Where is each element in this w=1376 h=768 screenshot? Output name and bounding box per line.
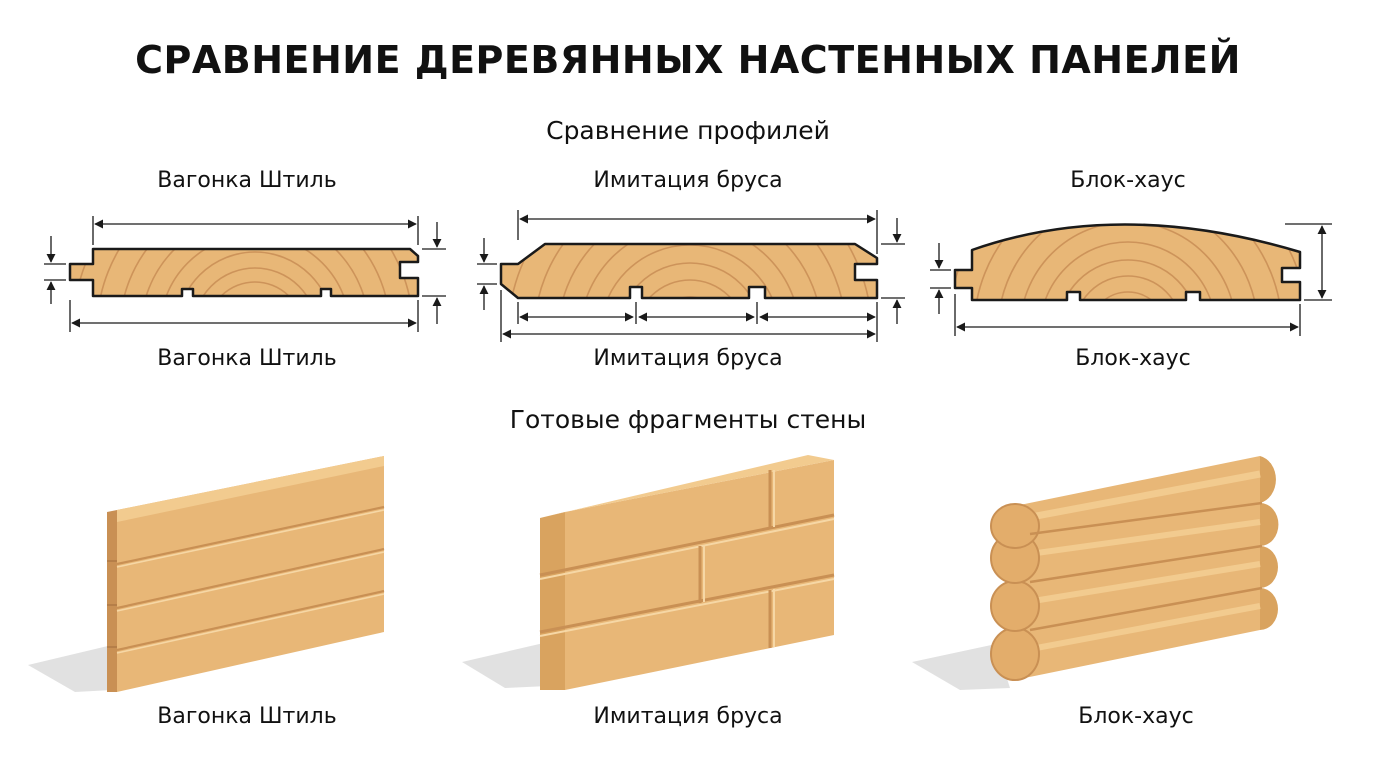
log-1 — [990, 456, 1276, 549]
wall-fragment-blockhouse — [912, 456, 1279, 690]
profile-top-label-imitation: Имитация бруса — [593, 168, 783, 193]
profile-imitation — [477, 210, 905, 342]
section-title-profiles: Сравнение профилей — [546, 116, 830, 145]
fragment-label-blockhouse: Блок-хаус — [1078, 704, 1194, 729]
wall-fragment-vagonka — [28, 456, 385, 692]
profile-top-label-blockhouse: Блок-хаус — [1070, 168, 1186, 193]
log-4 — [990, 588, 1278, 681]
profile-blockhouse — [930, 223, 1332, 336]
page-title: СРАВНЕНИЕ ДЕРЕВЯННЫХ НАСТЕННЫХ ПАНЕЛЕЙ — [135, 38, 1241, 82]
wall-fragment-imitation — [462, 455, 835, 690]
profile-bottom-label-blockhouse: Блок-хаус — [1075, 346, 1191, 371]
fragment-label-imitation: Имитация бруса — [593, 704, 783, 729]
profile-bottom-label-imitation: Имитация бруса — [593, 346, 783, 371]
log-3 — [990, 546, 1278, 632]
fragment-label-vagonka: Вагонка Штиль — [157, 704, 337, 729]
section-title-fragments: Готовые фрагменты стены — [509, 405, 867, 434]
profile-bottom-label-vagonka: Вагонка Штиль — [157, 346, 337, 371]
profile-top-label-vagonka: Вагонка Штиль — [157, 168, 337, 193]
profile-vagonka — [44, 216, 446, 332]
